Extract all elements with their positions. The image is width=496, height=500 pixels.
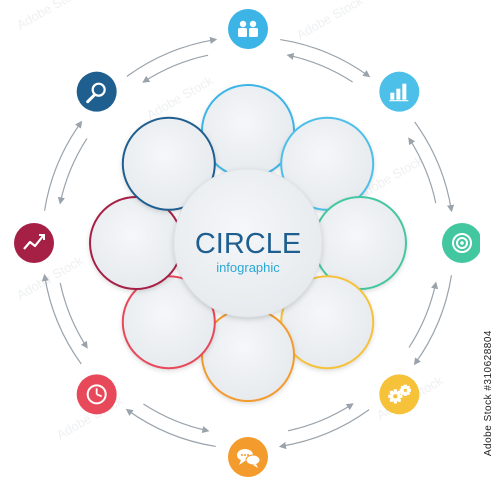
- chat-bubbles-icon: [228, 437, 268, 477]
- cycle-arrow: [57, 138, 88, 205]
- stock-number: 310628804: [483, 330, 494, 385]
- cycle-arrow: [142, 54, 209, 83]
- bar-chart-icon: [379, 71, 420, 112]
- target-icon: [442, 223, 482, 263]
- center-title: CIRCLE: [195, 228, 301, 260]
- cycle-arrows: [41, 36, 455, 450]
- cycle-arrow: [126, 36, 218, 77]
- cycle-arrow: [413, 275, 453, 366]
- center-subtitle: infographic: [216, 260, 280, 275]
- clock-icon: [76, 374, 117, 415]
- cycle-arrow: [43, 120, 83, 211]
- cycle-arrow: [125, 408, 216, 448]
- magnifier-icon: [76, 71, 117, 112]
- watermark-label: Adobe Stock: [483, 393, 494, 457]
- trend-line-icon: [14, 223, 54, 263]
- cycle-arrow: [414, 121, 455, 213]
- cycle-arrow: [287, 403, 354, 432]
- watermark-tile: Adobe Stock: [14, 0, 86, 33]
- stock-id: Adobe Stock #310628804: [483, 330, 494, 457]
- cycle-arrow: [59, 282, 88, 349]
- cycle-arrow: [41, 273, 82, 365]
- gears-icon: [379, 374, 420, 415]
- cycle-arrow: [143, 403, 210, 434]
- segment-disc-search: [121, 116, 216, 211]
- watermark-tile: Adobe Stock: [294, 0, 366, 43]
- cycle-arrow: [280, 38, 371, 78]
- people-icon: [228, 9, 268, 49]
- center-circle: CIRCLE infographic: [173, 168, 323, 318]
- cycle-arrow: [408, 281, 439, 348]
- cycle-arrow: [278, 409, 370, 450]
- stock-id-strip: Adobe Stock #310628804: [480, 0, 494, 500]
- segment-icons: [14, 9, 482, 477]
- cycle-arrow: [286, 52, 353, 83]
- cycle-arrow: [408, 137, 437, 204]
- segment-discs: [89, 84, 407, 402]
